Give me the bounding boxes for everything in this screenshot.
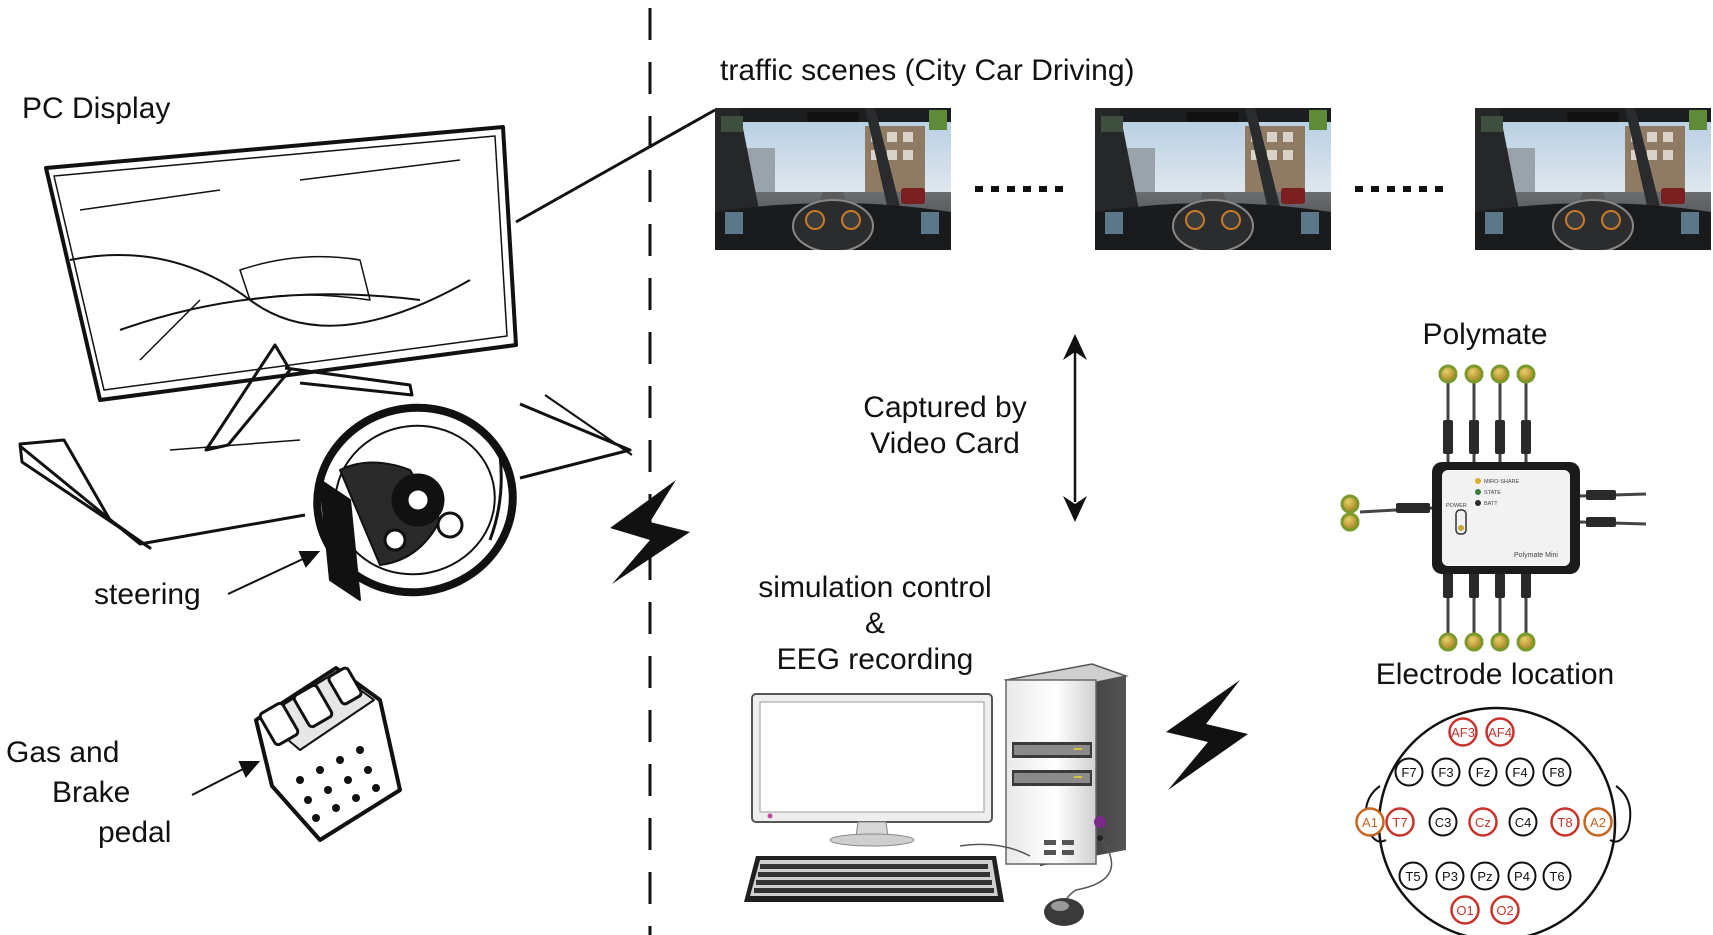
steering-wheel-illustration — [313, 403, 517, 601]
power-label: POWER — [1446, 503, 1467, 509]
polymate-label: Polymate — [1422, 318, 1548, 351]
electrode-p4 — [1507, 861, 1537, 891]
pedal-label-line3: pedal — [98, 816, 172, 849]
electrode-fz — [1468, 757, 1498, 787]
led-label-miro-share: MIRO-SHARE — [1484, 479, 1519, 485]
electrode-label-t8: T8 — [1557, 815, 1572, 830]
electrode-label-f7: F7 — [1401, 765, 1416, 780]
led-label-batt: BATT — [1484, 501, 1498, 507]
electrode-c3 — [1428, 807, 1458, 837]
double-arrow-icon — [1063, 334, 1087, 522]
electrode-o1 — [1450, 895, 1480, 925]
sim-label-line1: simulation control — [758, 571, 992, 604]
pedal-pointer-arrow — [191, 761, 261, 796]
scene-sequence-dots-2 — [1355, 186, 1443, 192]
electrode-t7 — [1385, 807, 1415, 837]
steering-label: steering — [94, 578, 201, 611]
electrode-label-af4: AF4 — [1488, 725, 1512, 740]
electrode-c4 — [1508, 807, 1538, 837]
traffic-scene-2 — [1095, 108, 1331, 250]
electrode-t8 — [1550, 807, 1580, 837]
electrode-a2 — [1583, 807, 1613, 837]
electrode-label-a1: A1 — [1362, 815, 1378, 830]
polymate-led-labels: MIRO-SHARE STATE BATT POWER Polymate Min… — [1446, 479, 1558, 559]
display-to-scenes-connector — [515, 108, 716, 224]
electrode-label-o1: O1 — [1456, 903, 1473, 918]
desktop-computer-illustration — [744, 663, 1129, 926]
electrode-f4 — [1505, 757, 1535, 787]
electrode-location-label: Electrode location — [1375, 658, 1615, 691]
electrode-pz — [1470, 861, 1500, 891]
electrode-label-p4: P4 — [1514, 869, 1530, 884]
electrode-label-t6: T6 — [1549, 869, 1564, 884]
electrode-label-p3: P3 — [1442, 869, 1458, 884]
electrode-af3 — [1448, 717, 1478, 747]
scene-sequence-dots-1 — [975, 186, 1063, 192]
electrode-p3 — [1435, 861, 1465, 891]
pedal-label-line1: Gas and — [6, 736, 120, 769]
electrode-label-o2: O2 — [1496, 903, 1513, 918]
traffic-scene-1 — [715, 108, 951, 250]
electrode-label-f4: F4 — [1512, 765, 1527, 780]
electrode-label-cz: Cz — [1475, 815, 1491, 830]
electrode-f8 — [1542, 757, 1572, 787]
electrode-label-c4: C4 — [1515, 815, 1532, 830]
electrode-label-af3: AF3 — [1451, 725, 1475, 740]
electrode-label-f3: F3 — [1438, 765, 1453, 780]
steering-pointer-arrow — [227, 551, 321, 595]
electrode-t6 — [1542, 861, 1572, 891]
pedal-label-line2: Brake — [52, 776, 131, 809]
sim-label-line3: EEG recording — [776, 643, 974, 676]
electrode-f7 — [1394, 757, 1424, 787]
pc-display-label: PC Display — [22, 92, 171, 125]
pedal-illustration — [254, 666, 402, 842]
electrode-f3 — [1431, 757, 1461, 787]
electrode-label-t5: T5 — [1405, 869, 1420, 884]
pc-display-illustration — [44, 125, 518, 452]
polymate-model-label: Polymate Mini — [1514, 552, 1558, 559]
electrode-af4 — [1485, 717, 1515, 747]
electrode-label-pz: Pz — [1477, 869, 1492, 884]
captured-label-line1: Captured by — [863, 391, 1027, 424]
electrode-t5 — [1398, 861, 1428, 891]
desk-illustration — [18, 394, 633, 550]
captured-label-line2: Video Card — [870, 427, 1020, 460]
electrode-a1 — [1355, 807, 1385, 837]
electrode-cz — [1468, 807, 1498, 837]
electrode-label-f8: F8 — [1549, 765, 1564, 780]
electrode-label-fz: Fz — [1476, 765, 1490, 780]
electrode-label-c3: C3 — [1435, 815, 1452, 830]
polymate-device-illustration — [1340, 364, 1647, 652]
electrode-label-a2: A2 — [1590, 815, 1606, 830]
traffic-scene-3 — [1475, 108, 1711, 250]
led-label-state: STATE — [1484, 490, 1501, 496]
electrode-label-t7: T7 — [1392, 815, 1407, 830]
lightning-bolt-icon-2 — [1166, 680, 1248, 790]
electrode-o2 — [1490, 895, 1520, 925]
lightning-bolt-icon — [610, 480, 690, 584]
traffic-scenes-label: traffic scenes (City Car Driving) — [720, 54, 1135, 87]
sim-label-line2: & — [864, 607, 885, 640]
